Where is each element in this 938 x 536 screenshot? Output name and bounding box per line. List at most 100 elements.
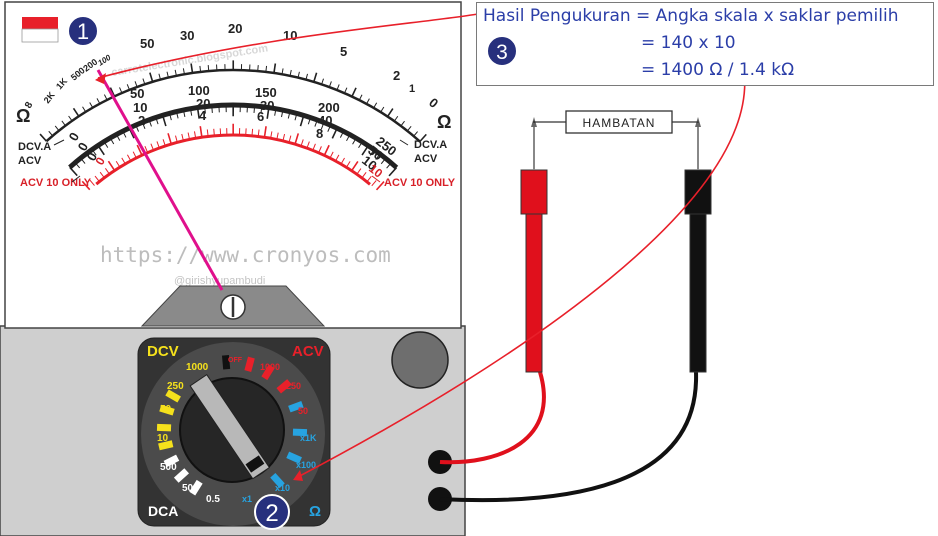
dc-tick: [204, 106, 206, 114]
ohm-symbol-right: Ω: [437, 112, 451, 132]
dc-tick: [386, 162, 392, 169]
ac-tick: [251, 128, 254, 136]
acv-range-250[interactable]: 250: [286, 381, 301, 391]
dcv-range-1000[interactable]: 1000: [186, 362, 209, 373]
dc-tick: [148, 119, 152, 127]
dc-tick: [161, 115, 167, 127]
ohm-range-x1k[interactable]: x1K: [300, 433, 317, 443]
dc-label-40: 40: [318, 113, 332, 128]
dc-tick: [352, 137, 357, 145]
dc-tick: [80, 157, 86, 164]
dc-tick: [169, 113, 172, 121]
dc-label-10: 10: [133, 100, 147, 115]
ohm-multiplier: 8: [23, 100, 36, 111]
ac-tick: [187, 132, 191, 140]
dc-label-20: 20: [196, 96, 210, 111]
ac-tick: [270, 131, 273, 139]
dc-tick: [320, 122, 325, 130]
ac-tick: [89, 179, 95, 186]
dc-tick: [266, 107, 270, 119]
acv-range-1000[interactable]: 1000: [260, 362, 280, 372]
ac-tick: [356, 168, 362, 175]
ohm-scale-arc: [45, 68, 421, 143]
ohm-tick: [149, 72, 154, 83]
dc-tick: [287, 111, 291, 119]
acv-label-left: ACV: [18, 155, 42, 167]
ac-tick: [213, 128, 215, 136]
acv-range-50[interactable]: 50: [298, 406, 308, 416]
dcv-range-250[interactable]: 250: [167, 381, 184, 392]
ohm-tick: [321, 78, 324, 85]
ac-tick: [104, 168, 110, 175]
ac-tick: [323, 144, 330, 156]
dc-label-100: 100: [188, 83, 210, 98]
ohm-range-x1[interactable]: x1: [242, 494, 252, 504]
ac-tick: [306, 141, 310, 149]
ohm-tick: [158, 73, 161, 80]
ac-tick: [361, 172, 367, 179]
ac-tick: [329, 151, 334, 159]
ohm-tick: [380, 106, 385, 113]
ohm-label-50: 50: [140, 36, 154, 51]
range-mark: [165, 389, 181, 403]
ohm-tick: [386, 108, 394, 117]
ac-tick: [99, 171, 105, 179]
dc-tick: [122, 130, 127, 138]
dcv-label-left: DCV.A: [18, 141, 51, 153]
dcv-range-50[interactable]: 50: [160, 404, 172, 415]
ohm-tick: [413, 131, 418, 137]
ohm-label-1: 1: [409, 83, 415, 95]
dc-tick: [97, 145, 105, 156]
ohm-label-20: 20: [228, 21, 242, 36]
dca-range-0-5[interactable]: 0.5: [206, 494, 220, 505]
ohm-range-x10[interactable]: x10: [275, 483, 290, 493]
dc-tick: [69, 166, 78, 177]
ac-tick: [300, 139, 304, 147]
zero-ohm-adjust-knob[interactable]: [391, 331, 449, 389]
dc-tick: [388, 167, 398, 177]
dc-label-200: 200: [318, 100, 340, 115]
formula-line-3: = 1400 Ω / 1.4 kΩ: [641, 60, 795, 80]
dc-tick: [274, 108, 277, 116]
dc-tick: [253, 105, 256, 113]
ac-tick: [167, 133, 173, 145]
meter-needle: [96, 69, 224, 291]
dcv-range-10[interactable]: 10: [157, 433, 169, 444]
dc-tick: [361, 145, 369, 156]
dc-label-8: 8: [316, 126, 323, 141]
ac-tick: [294, 133, 300, 145]
arrow-scale-to-formula: [97, 13, 479, 79]
dc-tick: [294, 113, 298, 121]
ohm-tick: [166, 71, 169, 78]
ohm-tick: [119, 87, 123, 94]
ohm-label-2: 2: [393, 68, 400, 83]
range-mark: [292, 428, 308, 437]
acv10-label-left: ACV 10 ONLY: [20, 177, 92, 189]
ohm-tick: [82, 106, 87, 113]
dc-tick: [85, 153, 91, 160]
ohm-label-30: 30: [180, 28, 194, 43]
dc-label-2: 2: [138, 113, 145, 128]
dc-tick: [109, 137, 115, 145]
ac-tick: [312, 143, 316, 151]
resistor: HAMBATAN: [533, 110, 699, 134]
ohm-tick: [257, 65, 259, 72]
ac-tick: [345, 161, 351, 168]
ohm-tick: [89, 102, 94, 108]
ac-tick: [193, 131, 197, 139]
ac-tick: [351, 160, 359, 172]
ohm-tick: [54, 125, 60, 131]
ac-tick: [206, 129, 209, 137]
black-probe[interactable]: [684, 117, 712, 373]
dc-tick: [369, 149, 375, 156]
ohm-label-10: 10: [283, 28, 297, 43]
ohm-range-x100[interactable]: x100: [296, 460, 316, 470]
scale-ticks: [39, 60, 427, 191]
ohm-tick: [358, 94, 363, 101]
dca-range-500[interactable]: 500: [160, 462, 177, 473]
dca-range-50[interactable]: 50: [182, 483, 194, 494]
ohm-tick: [48, 130, 54, 137]
selector-knob-pointer[interactable]: [189, 373, 271, 480]
red-probe[interactable]: [520, 117, 548, 373]
ohm-tick: [39, 133, 48, 142]
